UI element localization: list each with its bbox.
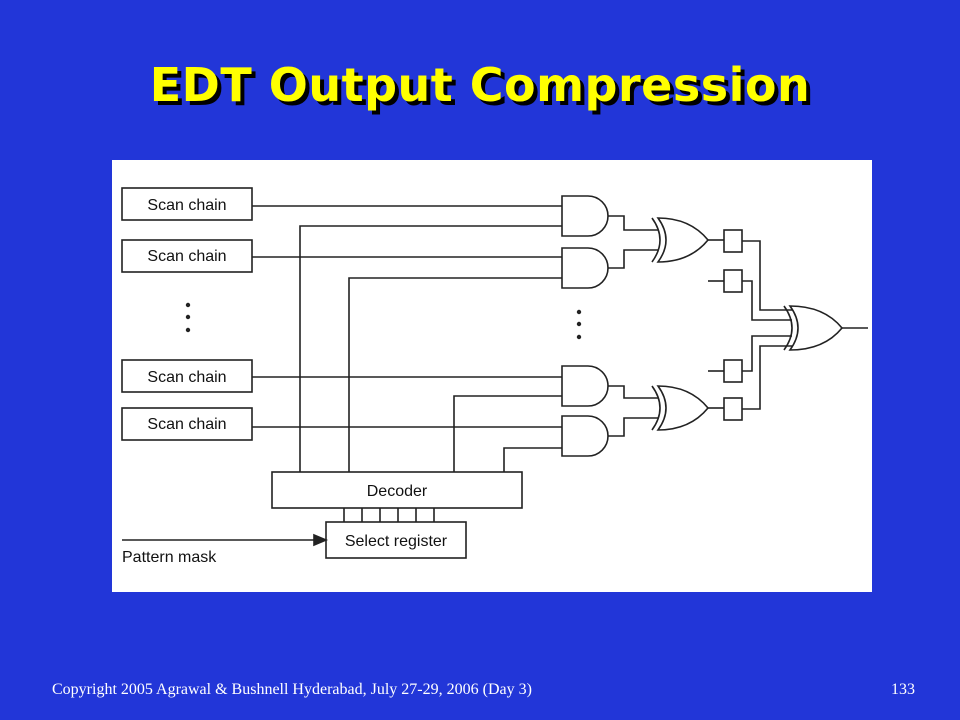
scan-chain-3: Scan chain	[121, 359, 253, 393]
scan-chain-2: Scan chain	[121, 239, 253, 273]
and-gate-4	[561, 415, 609, 457]
xor-gate-1	[651, 217, 710, 263]
and-to-xor-wires	[608, 215, 658, 437]
footer-copyright: Copyright 2005 Agrawal & Bushnell Hydera…	[52, 681, 532, 698]
flip-flop-1	[723, 229, 743, 253]
slide-title: EDT Output Compression	[149, 58, 811, 112]
slide-number: 133	[891, 681, 915, 698]
final-or-gate	[783, 305, 844, 351]
flip-flop-4	[723, 397, 743, 421]
scan-chain-3-label: Scan chain	[147, 369, 226, 386]
scan-chain-wires	[252, 205, 562, 428]
pattern-mask-input: Pattern mask	[122, 533, 329, 566]
ellipsis-dots-left	[185, 302, 191, 333]
decoder-output-wires	[299, 225, 562, 472]
flip-flop-3	[723, 359, 743, 383]
scan-chain-1-label: Scan chain	[147, 197, 226, 214]
select-register-block: Select register	[325, 521, 467, 559]
decoder-label: Decoder	[367, 483, 428, 500]
edt-compression-diagram: Scan chain Scan chain Scan chain Scan ch…	[112, 160, 872, 592]
select-register-label: Select register	[345, 533, 448, 550]
select-to-decoder-wires	[343, 508, 435, 522]
flip-flop-to-or-wires	[742, 240, 792, 410]
scan-chain-4: Scan chain	[121, 407, 253, 441]
ellipsis-dots-middle	[576, 309, 582, 340]
and-gate-1	[561, 195, 609, 237]
and-gate-3	[561, 365, 609, 407]
and-gate-2	[561, 247, 609, 289]
scan-chain-4-label: Scan chain	[147, 416, 226, 433]
decoder-block: Decoder	[271, 471, 523, 509]
flip-flop-2	[723, 269, 743, 293]
xor-gate-2	[651, 385, 710, 431]
flip-flop-stub-wires	[708, 280, 724, 372]
scan-chain-2-label: Scan chain	[147, 248, 226, 265]
pattern-mask-label: Pattern mask	[122, 549, 217, 566]
scan-chain-1: Scan chain	[121, 187, 253, 221]
